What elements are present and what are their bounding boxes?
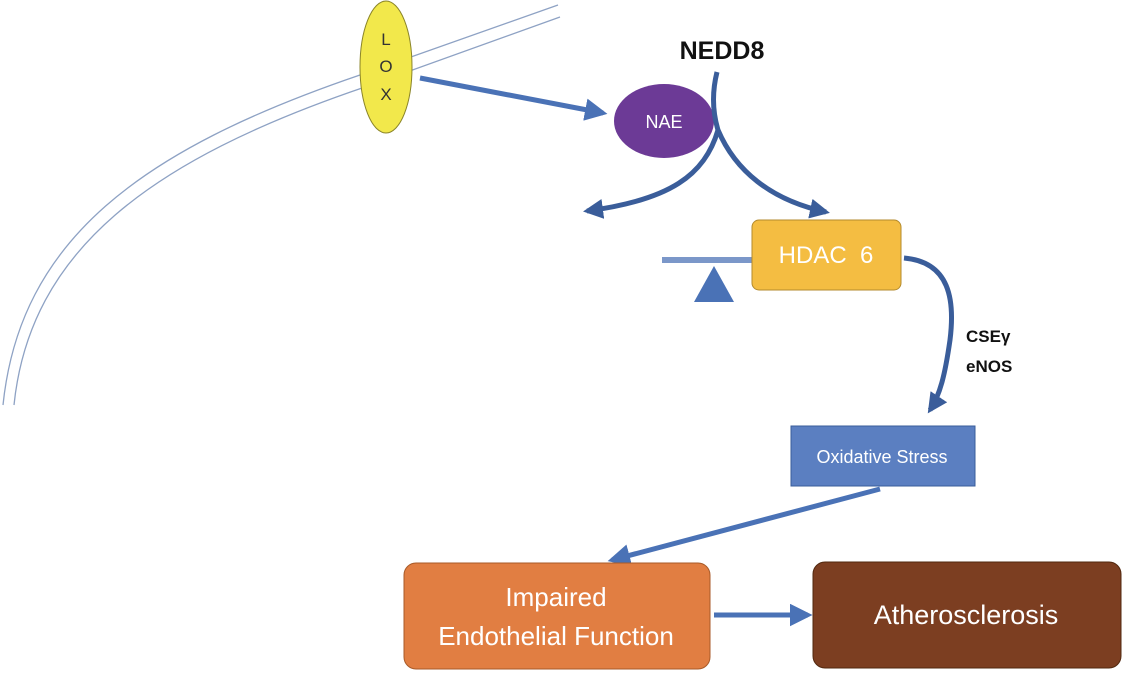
oxidative-stress-label: Oxidative Stress: [816, 447, 947, 467]
arrow-hdac6-to-oxidative: [903, 255, 955, 414]
atherosclerosis-label: Atherosclerosis: [874, 600, 1059, 630]
mediator-cse-gamma: CSEγ: [966, 327, 1011, 346]
impaired-endothelial-node: Impaired Endothelial Function: [403, 562, 711, 670]
hdac6-node: HDAC 6: [751, 219, 902, 291]
oxidative-stress-node: Oxidative Stress: [790, 425, 976, 487]
impaired-line1: Impaired: [505, 582, 606, 612]
impaired-line2: Endothelial Function: [438, 621, 674, 651]
mediator-enos: eNOS: [966, 357, 1012, 376]
arrow-lox-to-nae: [419, 75, 608, 121]
atherosclerosis-node: Atherosclerosis: [812, 561, 1122, 669]
lox-receptor: L O X: [359, 0, 413, 134]
balance-icon: [662, 257, 752, 302]
nedd8-branches: [583, 71, 830, 219]
arrow-oxidative-to-impaired: [607, 486, 881, 567]
cell-membrane: [2, 4, 561, 406]
lox-letter-x: X: [380, 85, 391, 104]
lox-letter-o: O: [379, 57, 392, 76]
nae-label: NAE: [645, 112, 682, 132]
lox-letter-l: L: [381, 30, 390, 49]
nae-node: NAE: [614, 84, 714, 158]
nedd8-label: NEDD8: [680, 37, 765, 65]
hdac6-label: HDAC 6: [779, 242, 874, 269]
